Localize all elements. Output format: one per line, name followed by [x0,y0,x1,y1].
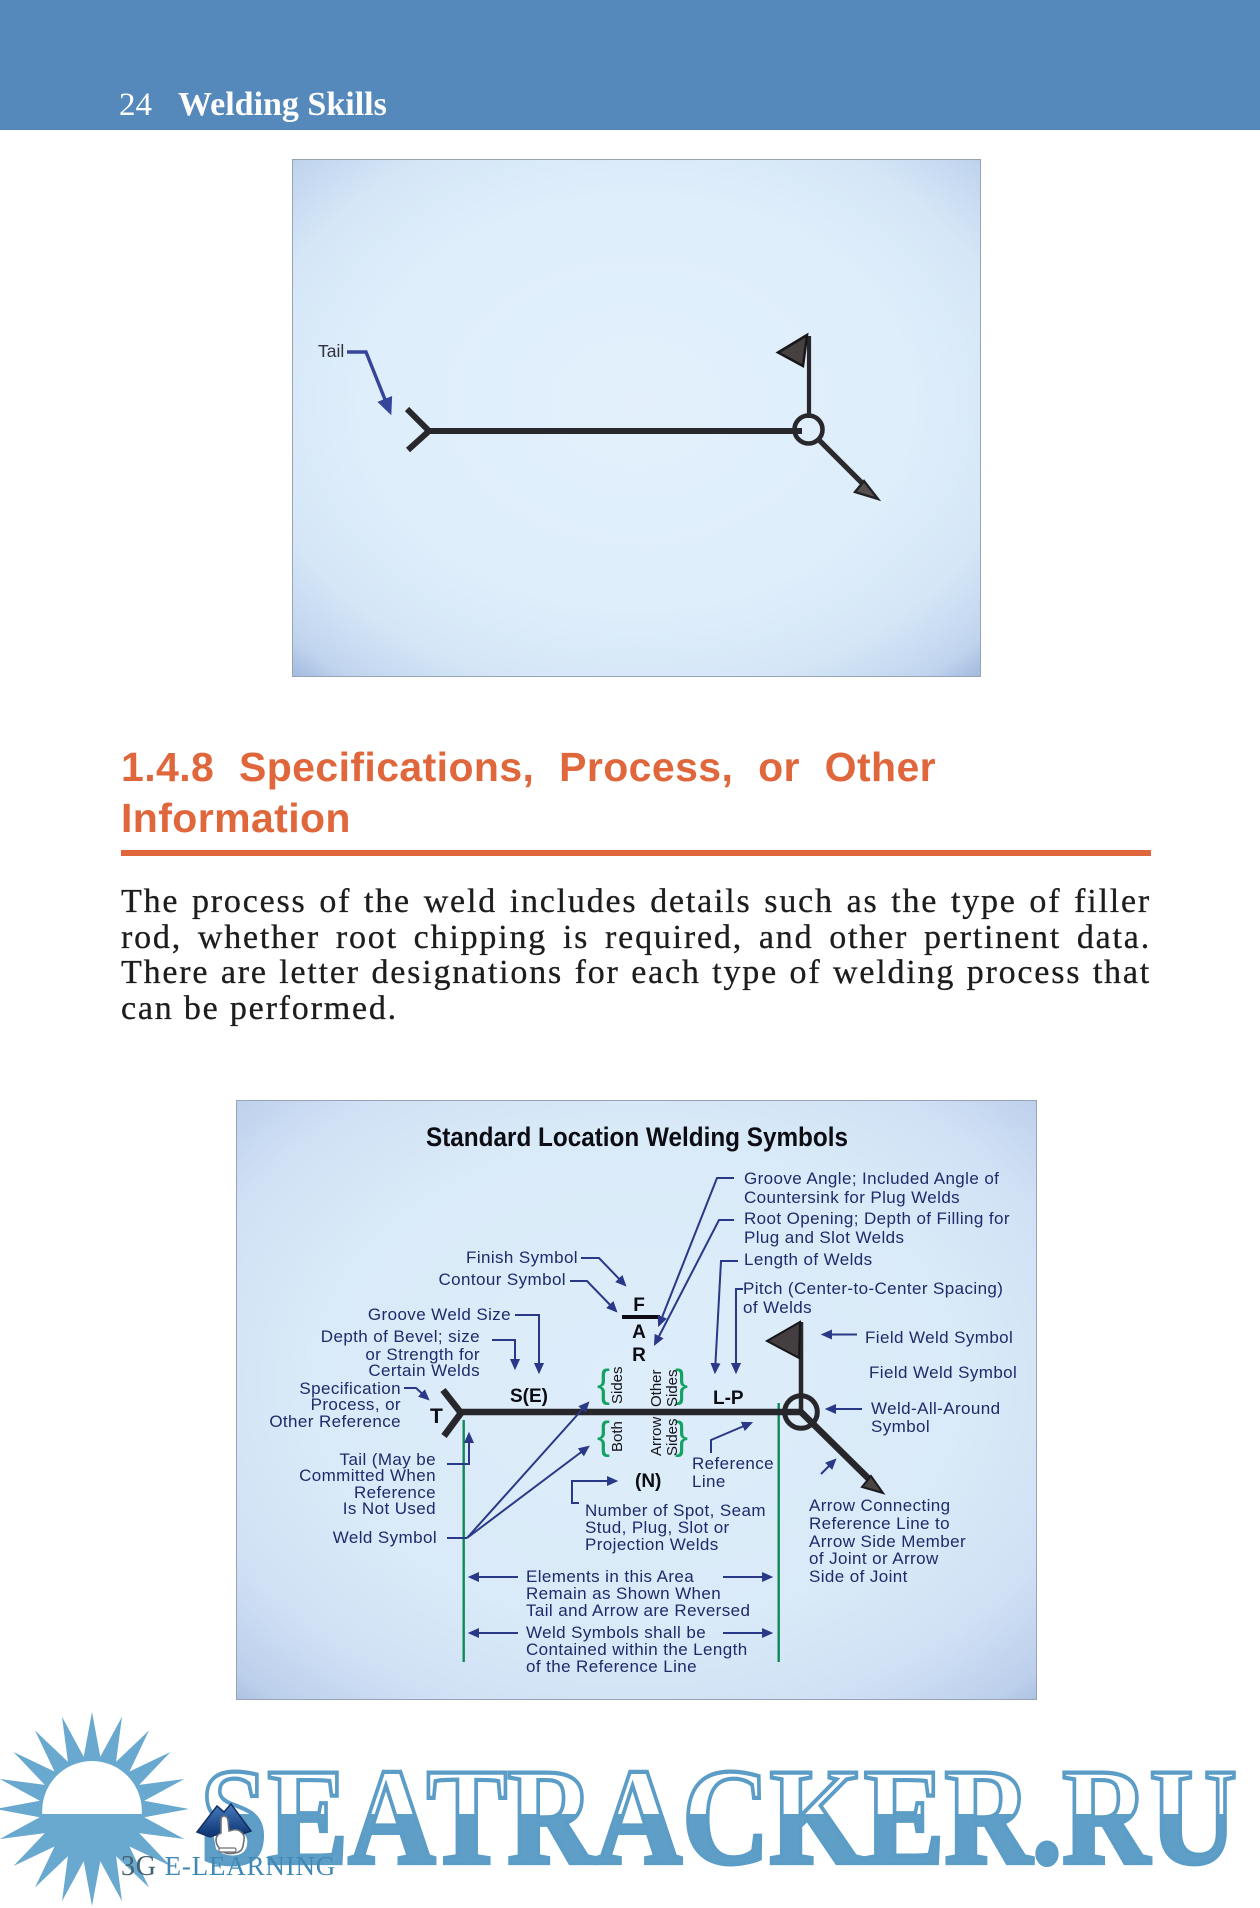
svg-text:Contained within the Length: Contained within the Length [526,1640,748,1659]
svg-text:Depth of Bevel; size: Depth of Bevel; size [321,1327,480,1346]
svg-text:F: F [633,1295,645,1316]
svg-text:Sides: Sides [609,1366,626,1404]
svg-text:Specification: Specification [299,1379,401,1398]
svg-text:Contour Symbol: Contour Symbol [439,1270,567,1289]
svg-text:Pitch (Center-to-Center Spacin: Pitch (Center-to-Center Spacing) [743,1279,1003,1298]
svg-text:Certain Welds: Certain Welds [368,1361,480,1380]
svg-text:A: A [632,1322,646,1343]
svg-text:or Strength for: or Strength for [365,1345,480,1364]
svg-text:Process, or: Process, or [311,1395,401,1414]
svg-text:Weld-All-Around: Weld-All-Around [871,1399,1000,1418]
svg-text:of Joint or Arrow: of Joint or Arrow [809,1549,939,1568]
svg-text:Reference: Reference [692,1454,774,1473]
svg-text:R: R [632,1345,646,1366]
svg-text:3G E-LEARNING: 3G E-LEARNING [121,1851,336,1882]
svg-text:Root Opening; Depth of Filling: Root Opening; Depth of Filling for [744,1209,1010,1228]
svg-text:Projection Welds: Projection Welds [585,1535,719,1554]
svg-text:Symbol: Symbol [871,1417,930,1436]
svg-text:Committed When: Committed When [299,1466,436,1485]
svg-text:Arrow Side Member: Arrow Side Member [809,1532,966,1551]
svg-text:Side of Joint: Side of Joint [809,1567,908,1586]
svg-text:Sides: Sides [664,1418,681,1456]
svg-text:Reference Line to: Reference Line to [809,1514,950,1533]
svg-text:T: T [430,1405,443,1428]
svg-text:Groove Weld Size: Groove Weld Size [368,1305,511,1324]
svg-text:Stud, Plug, Slot or: Stud, Plug, Slot or [585,1518,730,1537]
svg-text:Field Weld Symbol: Field Weld Symbol [865,1328,1013,1347]
svg-text:Arrow: Arrow [648,1417,665,1456]
svg-text:{: { [597,1415,610,1458]
svg-text:Line: Line [692,1472,726,1491]
svg-text:of Welds: of Welds [743,1298,812,1317]
svg-text:Is Not Used: Is Not Used [343,1499,436,1518]
svg-text:Reference: Reference [354,1483,436,1502]
svg-text:Remain as Shown When: Remain as Shown When [526,1584,721,1603]
svg-text:Tail: Tail [318,341,344,361]
svg-text:Other Reference: Other Reference [269,1412,401,1431]
svg-text:S(E): S(E) [510,1386,548,1407]
svg-text:Elements in this Area: Elements in this Area [526,1567,694,1586]
svg-text:}: } [675,1415,688,1458]
svg-text:Tail and Arrow are Reversed: Tail and Arrow are Reversed [526,1601,750,1620]
svg-text:Weld Symbols shall be: Weld Symbols shall be [526,1623,706,1642]
svg-text:of the Reference Line: of the Reference Line [526,1657,697,1676]
svg-text:Weld Symbol: Weld Symbol [333,1528,437,1547]
svg-text:}: } [675,1363,688,1406]
svg-text:{: { [597,1363,610,1406]
svg-text:Sides: Sides [664,1369,681,1407]
svg-text:Standard Location Welding Symb: Standard Location Welding Symbols [426,1122,848,1152]
svg-text:Groove Angle; Included Angle o: Groove Angle; Included Angle of [744,1169,999,1188]
svg-text:SEATRACKER.RU: SEATRACKER.RU [200,1740,1237,1893]
svg-text:Other: Other [648,1369,665,1407]
svg-text:Countersink for Plug Welds: Countersink for Plug Welds [744,1188,960,1207]
svg-text:Both: Both [609,1421,626,1452]
svg-text:Plug and Slot Welds: Plug and Slot Welds [744,1228,904,1247]
svg-text:Finish Symbol: Finish Symbol [466,1248,578,1267]
svg-text:L-P: L-P [713,1388,744,1409]
svg-text:Number of Spot, Seam: Number of Spot, Seam [585,1501,766,1520]
svg-text:Arrow Connecting: Arrow Connecting [809,1496,951,1515]
svg-text:Tail (May be: Tail (May be [340,1450,436,1469]
svg-text:Length of Welds: Length of Welds [744,1250,873,1269]
svg-text:(N): (N) [635,1471,661,1492]
svg-text:Field Weld Symbol: Field Weld Symbol [869,1363,1017,1382]
